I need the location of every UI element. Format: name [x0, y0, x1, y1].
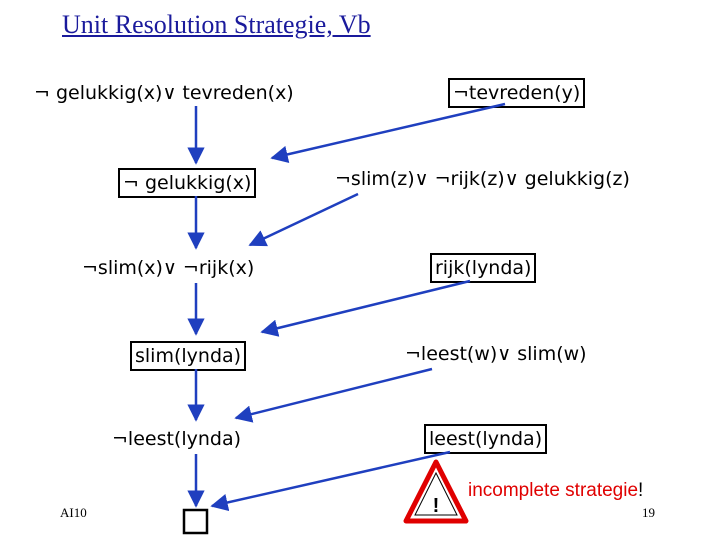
warning-triangle-icon: ! — [403, 459, 469, 524]
clause-neg-gelukkig-or-tevreden: ¬ gelukkig(x)∨ tevreden(x) — [34, 82, 294, 104]
clause-slim-lynda: slim(lynda) — [130, 341, 247, 371]
arrow-c4-to-c5 — [248, 192, 359, 247]
warning-message: incomplete strategie! — [468, 480, 643, 502]
arrow-c10-to-empty — [210, 450, 451, 512]
clause-neg-leest-lynda: ¬leest(lynda) — [112, 428, 242, 450]
clause-neg-slim-neg-rijk-gelukkig: ¬slim(z)∨ ¬rijk(z)∨ gelukkig(z) — [335, 168, 630, 190]
clause-neg-leest-w-or-slim-w: ¬leest(w)∨ slim(w) — [405, 343, 587, 365]
arrow-c8-to-c9 — [234, 367, 433, 423]
clause-leest-lynda: leest(lynda) — [424, 424, 548, 454]
empty-clause-box — [182, 508, 209, 535]
clause-neg-gelukkig-x: ¬ gelukkig(x) — [118, 168, 257, 198]
slide-title: Unit Resolution Strategie, Vb — [62, 10, 371, 39]
arrow-c2-to-c3 — [270, 102, 506, 163]
arrow-c6-to-c7 — [260, 279, 471, 337]
page-number: 19 — [642, 505, 655, 520]
warning-text: incomplete strategie — [468, 480, 639, 501]
clause-neg-tevreden-y: ¬tevreden(y) — [448, 78, 586, 108]
warning-exclamation: ! — [638, 480, 644, 501]
footer-label: AI10 — [60, 505, 87, 520]
clause-neg-slim-neg-rijk-x: ¬slim(x)∨ ¬rijk(x) — [82, 257, 255, 279]
warning-glyph: ! — [433, 495, 440, 517]
clause-rijk-lynda: rijk(lynda) — [430, 253, 537, 283]
